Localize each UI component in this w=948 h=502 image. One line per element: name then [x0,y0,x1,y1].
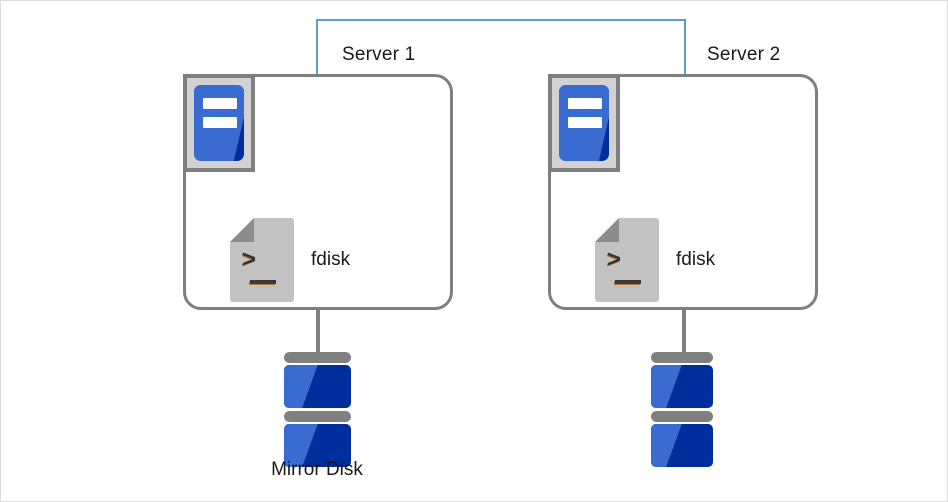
server-icon [183,74,255,172]
prompt-underscore-icon [250,280,276,284]
server-icon-body [194,85,244,161]
mirror-disk-caption: Mirror Disk [271,459,363,480]
prompt-chevron-icon: > [242,246,257,273]
document-fold-corner [230,218,254,242]
server-2-label: Server 2 [707,44,781,65]
server-2-fdisk-item[interactable]: > fdisk [595,218,715,302]
terminal-document-icon: > [230,218,294,302]
disk-block-upper [284,365,351,408]
server-icon-bar-2 [568,117,602,128]
server-2-disk-connector [682,310,686,355]
server-interconnect-line [316,19,686,76]
disk-block-lower [651,424,713,467]
server-icon-bar-1 [203,98,237,109]
disk-bar-top [651,352,713,363]
disk-bar-top [284,352,351,363]
disk-bar-middle [284,411,351,422]
server-2-fdisk-label: fdisk [676,249,716,270]
server-1-box[interactable]: > fdisk [183,74,453,310]
terminal-document-icon: > [595,218,659,302]
server-1-fdisk-label: fdisk [311,249,351,270]
server-2-box[interactable]: > fdisk [548,74,818,310]
server-1-disk-stack[interactable] [284,352,351,467]
server-icon-bar-1 [568,98,602,109]
server-icon-body [559,85,609,161]
prompt-chevron-icon: > [607,246,622,273]
disk-bar-middle [651,411,713,422]
server-icon [548,74,620,172]
server-1-disk-connector [316,310,320,355]
prompt-underscore-icon [615,280,641,284]
server-1-label: Server 1 [342,44,416,65]
server-2-disk-stack[interactable] [651,352,713,467]
document-fold-corner [595,218,619,242]
disk-block-upper [651,365,713,408]
disk-block-lower [284,424,351,467]
server-1-fdisk-item[interactable]: > fdisk [230,218,350,302]
server-icon-bar-2 [203,117,237,128]
